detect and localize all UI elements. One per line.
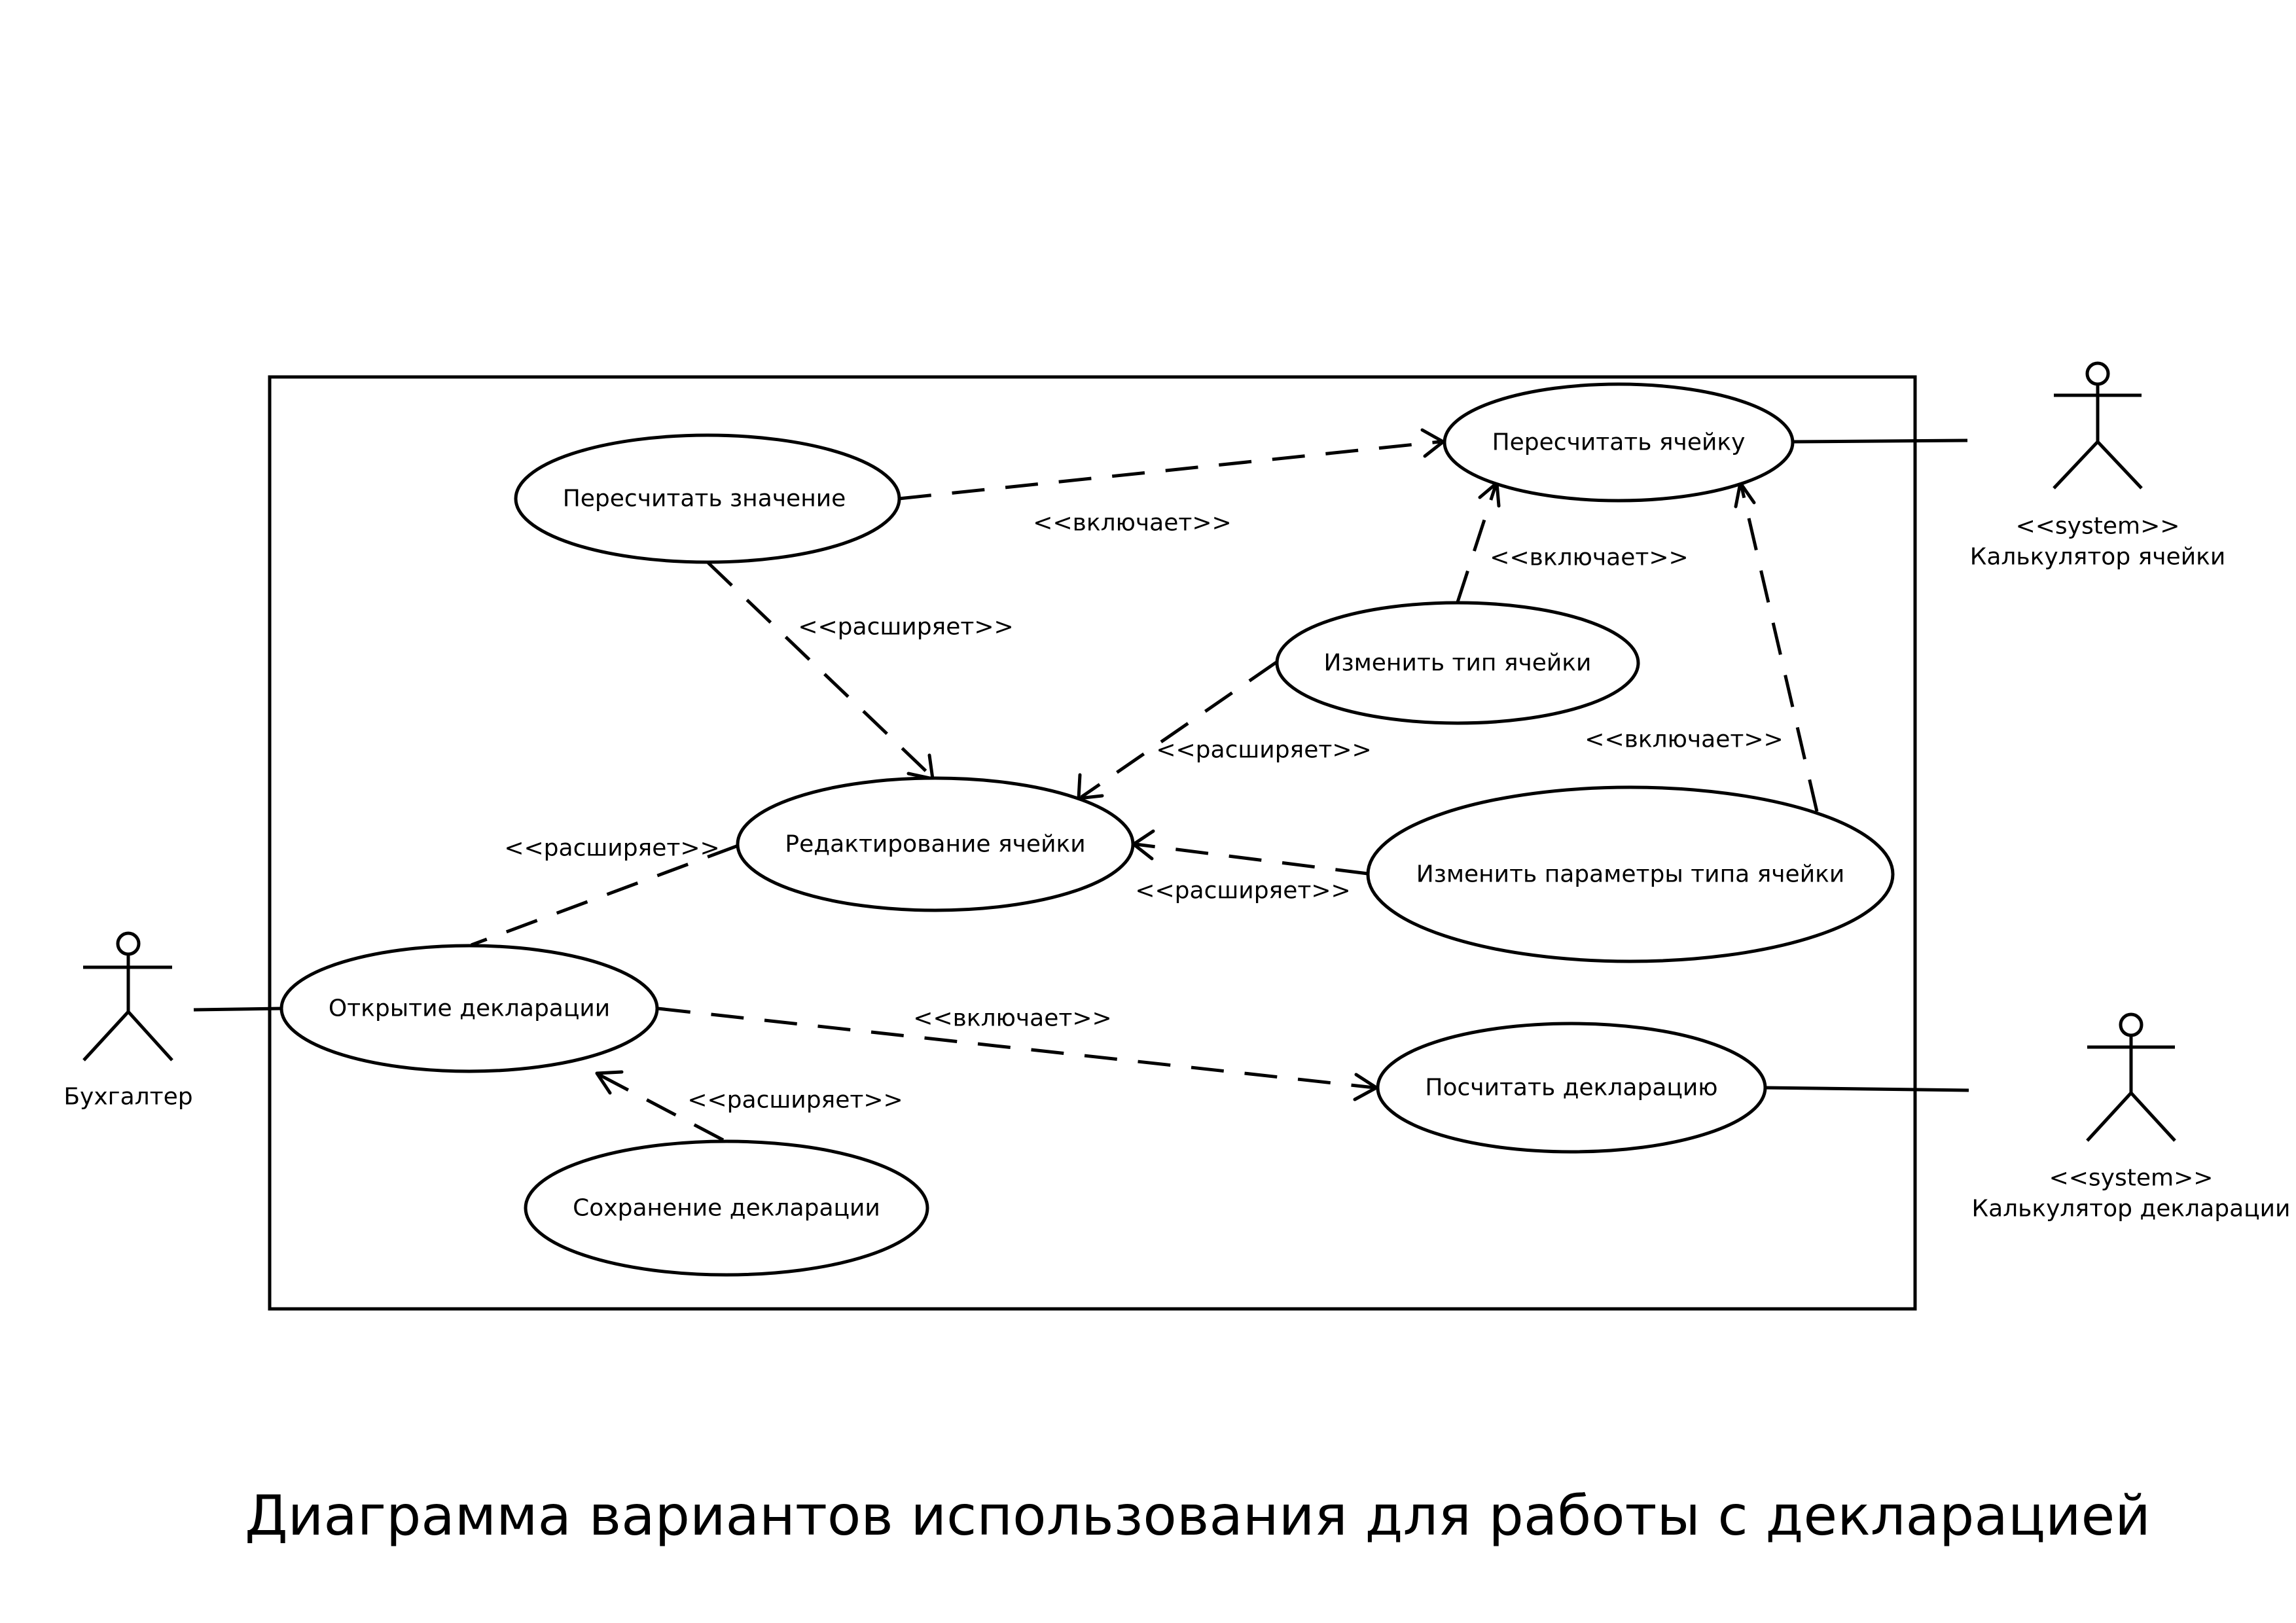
extend-line-value-to-edit bbox=[707, 562, 934, 779]
use-case-calc-declaration[interactable]: Посчитать декларацию bbox=[1376, 1022, 1767, 1154]
association-cell-calculator bbox=[1791, 438, 1968, 444]
use-case-open-declaration-ellipse bbox=[279, 944, 659, 1073]
relationship-lines bbox=[471, 428, 1819, 1142]
label-open-includes-calc: <<включает>> bbox=[913, 1005, 1111, 1032]
extend-line-edit-to-open bbox=[471, 844, 739, 947]
diagram-title: Диаграмма вариантов использования для ра… bbox=[245, 1484, 2151, 1548]
use-case-edit-cell-label: Редактирование ячейки bbox=[785, 831, 1085, 858]
label-params-extends-edit: <<расширяет>> bbox=[1135, 878, 1350, 904]
system-boundary bbox=[268, 375, 1917, 1311]
label-value-includes-cell: <<включает>> bbox=[1033, 510, 1231, 537]
extend-line-type-to-edit bbox=[1080, 660, 1278, 799]
arrowhead-open-from-save bbox=[595, 1070, 624, 1095]
use-case-recalc-value[interactable]: Пересчитать значение bbox=[514, 433, 901, 564]
use-case-recalc-value-label: Пересчитать значение bbox=[563, 486, 846, 512]
use-case-change-type-params-ellipse bbox=[1366, 785, 1895, 963]
actor-accountant-head bbox=[116, 931, 141, 956]
actor-cell-calculator-label: Калькулятор ячейки bbox=[1970, 544, 2225, 571]
label-edit-extends-open: <<расширяет>> bbox=[504, 835, 719, 862]
extend-line-save-to-open bbox=[598, 1073, 725, 1142]
extend-line-params-to-edit bbox=[1135, 842, 1369, 876]
actor-cell-calculator-legs bbox=[2053, 439, 2143, 490]
use-case-recalc-cell-label: Пересчитать ячейку bbox=[1492, 429, 1746, 456]
use-case-save-declaration-label: Сохранение декларации bbox=[573, 1195, 880, 1222]
association-lines bbox=[193, 438, 1969, 1092]
use-case-calc-declaration-ellipse bbox=[1376, 1022, 1767, 1154]
actor-accountant-legs bbox=[82, 1009, 173, 1061]
label-type-extends-edit: <<расширяет>> bbox=[1156, 737, 1371, 764]
actor-declaration-calculator-legs bbox=[2086, 1090, 2176, 1142]
include-line-value-to-cell bbox=[898, 440, 1441, 501]
actor-accountant[interactable]: Бухгалтер bbox=[63, 931, 193, 1111]
label-value-extends-edit: <<расширяет>> bbox=[798, 614, 1013, 641]
relationship-labels: <<включает>> <<включает>> <<включает>> <… bbox=[504, 510, 1783, 1114]
use-case-recalc-value-ellipse bbox=[514, 433, 901, 564]
association-accountant-open bbox=[193, 1007, 282, 1012]
label-type-includes-cell: <<включает>> bbox=[1490, 544, 1688, 571]
use-case-edit-cell[interactable]: Редактирование ячейки bbox=[736, 776, 1135, 912]
actor-accountant-label: Бухгалтер bbox=[63, 1084, 192, 1111]
use-case-open-declaration-label: Открытие декларации bbox=[329, 995, 610, 1022]
actor-declaration-calculator-stereotype: <<system>> bbox=[2049, 1165, 2214, 1192]
use-case-recalc-cell-ellipse bbox=[1443, 382, 1795, 503]
association-declaration-calculator bbox=[1763, 1086, 1969, 1092]
use-case-save-declaration-ellipse bbox=[524, 1139, 929, 1277]
use-case-change-cell-type-label: Изменить тип ячейки bbox=[1324, 650, 1592, 677]
use-case-open-declaration[interactable]: Открытие декларации bbox=[279, 944, 659, 1073]
actor-cell-calculator[interactable]: <<system>> Калькулятор ячейки bbox=[1970, 361, 2225, 571]
use-case-change-cell-type-ellipse bbox=[1275, 601, 1640, 725]
include-line-params-to-cell bbox=[1739, 484, 1819, 812]
use-case-calc-declaration-label: Посчитать декларацию bbox=[1425, 1075, 1717, 1101]
actor-cell-calculator-head bbox=[2085, 361, 2110, 386]
label-save-extends-open: <<расширяет>> bbox=[687, 1087, 903, 1114]
actor-declaration-calculator-head bbox=[2119, 1012, 2144, 1037]
use-case-change-cell-type[interactable]: Изменить тип ячейки bbox=[1275, 601, 1640, 725]
arrowhead-recalc-cell-from-type bbox=[1478, 481, 1501, 508]
use-case-change-type-params-label: Изменить параметры типа ячейки bbox=[1416, 861, 1844, 888]
actor-declaration-calculator[interactable]: <<system>> Калькулятор декларации bbox=[1972, 1012, 2291, 1222]
include-line-type-to-cell bbox=[1456, 485, 1498, 603]
use-case-save-declaration[interactable]: Сохранение декларации bbox=[524, 1139, 929, 1277]
use-case-edit-cell-ellipse bbox=[736, 776, 1135, 912]
actor-cell-calculator-stereotype: <<system>> bbox=[2016, 513, 2180, 540]
include-line-open-to-calc bbox=[657, 1007, 1375, 1090]
actor-declaration-calculator-label: Калькулятор декларации bbox=[1972, 1196, 2291, 1222]
use-case-recalc-cell[interactable]: Пересчитать ячейку bbox=[1443, 382, 1795, 503]
label-params-includes-cell: <<включает>> bbox=[1585, 726, 1783, 753]
use-case-change-type-params[interactable]: Изменить параметры типа ячейки bbox=[1366, 785, 1895, 963]
